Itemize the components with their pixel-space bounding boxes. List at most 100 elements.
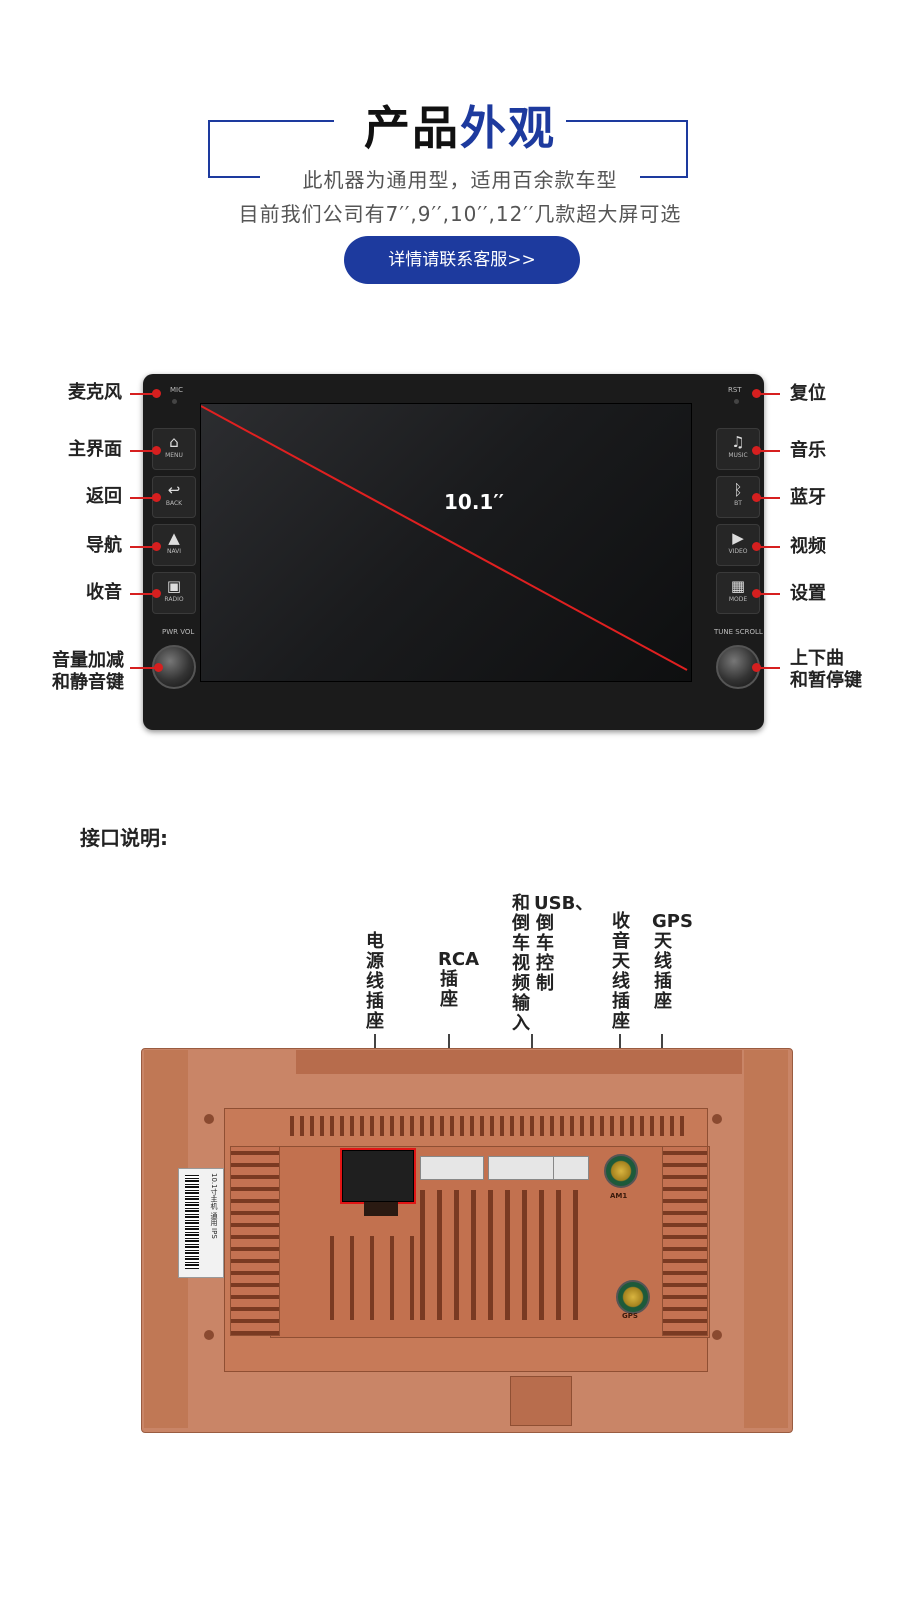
mode-icon: ▦ [730, 577, 746, 595]
label-volume-2: 和静音键 [52, 672, 124, 693]
sticker-text: 10.1寸主机 通用 IPS [210, 1173, 218, 1239]
callout-dot-volume [154, 663, 163, 672]
power-connector [342, 1150, 414, 1202]
screw-bottom-left [204, 1330, 214, 1340]
subtitle-line-2: 目前我们公司有7′′,9′′,10′′,12′′几款超大屏可选 [238, 202, 682, 226]
serial-sticker: 10.1寸主机 通用 IPS [178, 1168, 224, 1278]
page-title: 产品外观 [0, 92, 920, 158]
label-radio: 收音 [86, 582, 122, 603]
label-usb-reverse-1: USB、倒车控制 [534, 893, 594, 994]
callout-line-settings [756, 593, 780, 595]
rear-top-vents [290, 1116, 690, 1136]
title-part-2: 外观 [460, 101, 556, 155]
label-settings: 设置 [790, 583, 826, 604]
bluetooth-icon: ᛒ [733, 481, 743, 499]
display-screen [200, 403, 692, 682]
frame-line-top-left [208, 120, 334, 122]
power-latch [364, 1202, 398, 1216]
screw-top-left [204, 1114, 214, 1124]
tune-scroll-marking: TUNE SCROLL [714, 628, 763, 636]
callout-line-radio [130, 593, 156, 595]
frame-line-top-right [566, 120, 688, 122]
navi-caption: NAVI [166, 548, 182, 555]
callout-line-back [130, 497, 156, 499]
callout-dot-radio [152, 589, 161, 598]
back-icon: ↩ [167, 481, 181, 499]
mode-caption: MODE [728, 596, 748, 603]
callout-line-bluetooth [756, 497, 780, 499]
navigation-icon: ▲ [168, 529, 180, 547]
frame-line-bottom-right [640, 176, 688, 178]
screw-bottom-right [712, 1330, 722, 1340]
rear-top-rail [296, 1050, 742, 1074]
label-mic: 麦克风 [68, 382, 122, 403]
pwr-vol-marking: PWR VOL [162, 628, 195, 636]
title-part-1: 产品 [364, 101, 460, 155]
power-connector-highlight [340, 1148, 416, 1204]
frame-line-left [208, 120, 210, 178]
label-volume-1: 音量加减 [52, 650, 124, 671]
screw-top-right [712, 1114, 722, 1124]
screen-size-label: 10.1′′ [444, 490, 504, 514]
rst-marking: RST [728, 386, 742, 394]
callout-dot-back [152, 493, 161, 502]
right-heatsink [662, 1146, 708, 1336]
home-icon: ⌂ [169, 433, 179, 451]
radio-caption: RADIO [164, 596, 184, 603]
callout-dot-mic [152, 389, 161, 398]
label-reset: 复位 [790, 383, 826, 404]
rear-bottom-tab [510, 1376, 572, 1426]
label-rca-socket: RCA插座 [438, 949, 480, 1010]
barcode [185, 1175, 199, 1269]
label-gps-antenna: GPS天线插座 [652, 911, 693, 1012]
aux-connector [553, 1156, 589, 1180]
mic-marking: MIC [170, 386, 183, 394]
label-track-2: 和暂停键 [790, 670, 862, 691]
menu-caption: MENU [165, 452, 183, 459]
callout-line-mic [130, 393, 156, 395]
left-heatsink [230, 1146, 280, 1336]
callout-line-video [756, 546, 780, 548]
reset-hole[interactable] [734, 399, 739, 404]
subtitle-line-1: 此机器为通用型，适用百余款车型 [302, 168, 618, 192]
am-antenna-port [604, 1154, 638, 1188]
rear-lower-vents-left [330, 1236, 416, 1320]
callout-dot-navi [152, 542, 161, 551]
label-back: 返回 [86, 486, 122, 507]
video-icon: ▶ [732, 529, 744, 547]
back-caption: BACK [165, 500, 183, 507]
mode-button[interactable]: ▦ MODE [716, 572, 760, 614]
frame-line-bottom-left [208, 176, 260, 178]
label-video: 视频 [790, 536, 826, 557]
contact-service-button[interactable]: 详情请联系客服>> [344, 236, 580, 284]
gps-port-marking: GPS [622, 1312, 638, 1320]
label-radio-antenna: 收音天线插座 [612, 911, 630, 1032]
gps-antenna-port [616, 1280, 650, 1314]
callout-line-music [756, 450, 780, 452]
label-main-menu: 主界面 [68, 439, 122, 460]
music-icon: ♫ [731, 433, 745, 451]
callout-line-reset [756, 393, 780, 395]
rca-connector [420, 1156, 484, 1180]
label-power-socket: 电源线插座 [366, 931, 384, 1032]
callout-line-menu [130, 450, 156, 452]
label-bluetooth: 蓝牙 [790, 487, 826, 508]
frame-line-right [686, 120, 688, 178]
music-caption: MUSIC [728, 452, 748, 459]
label-track-1: 上下曲 [790, 648, 844, 669]
callout-line-volume [130, 667, 158, 669]
rear-right-rail [744, 1050, 788, 1428]
rear-lower-vents [420, 1190, 590, 1320]
section-title-interfaces: 接口说明: [80, 826, 168, 850]
video-caption: VIDEO [728, 548, 748, 555]
callout-line-navi [130, 546, 156, 548]
mic-hole [172, 399, 177, 404]
am-port-marking: AM1 [610, 1192, 628, 1200]
bt-caption: BT [734, 500, 742, 507]
radio-icon: ▣ [166, 577, 182, 595]
label-navi: 导航 [86, 535, 122, 556]
label-usb-reverse-2: 和倒车视频输入 [512, 893, 530, 1034]
screen-diagonal [201, 405, 688, 671]
callout-dot-menu [152, 446, 161, 455]
label-music: 音乐 [790, 440, 826, 461]
